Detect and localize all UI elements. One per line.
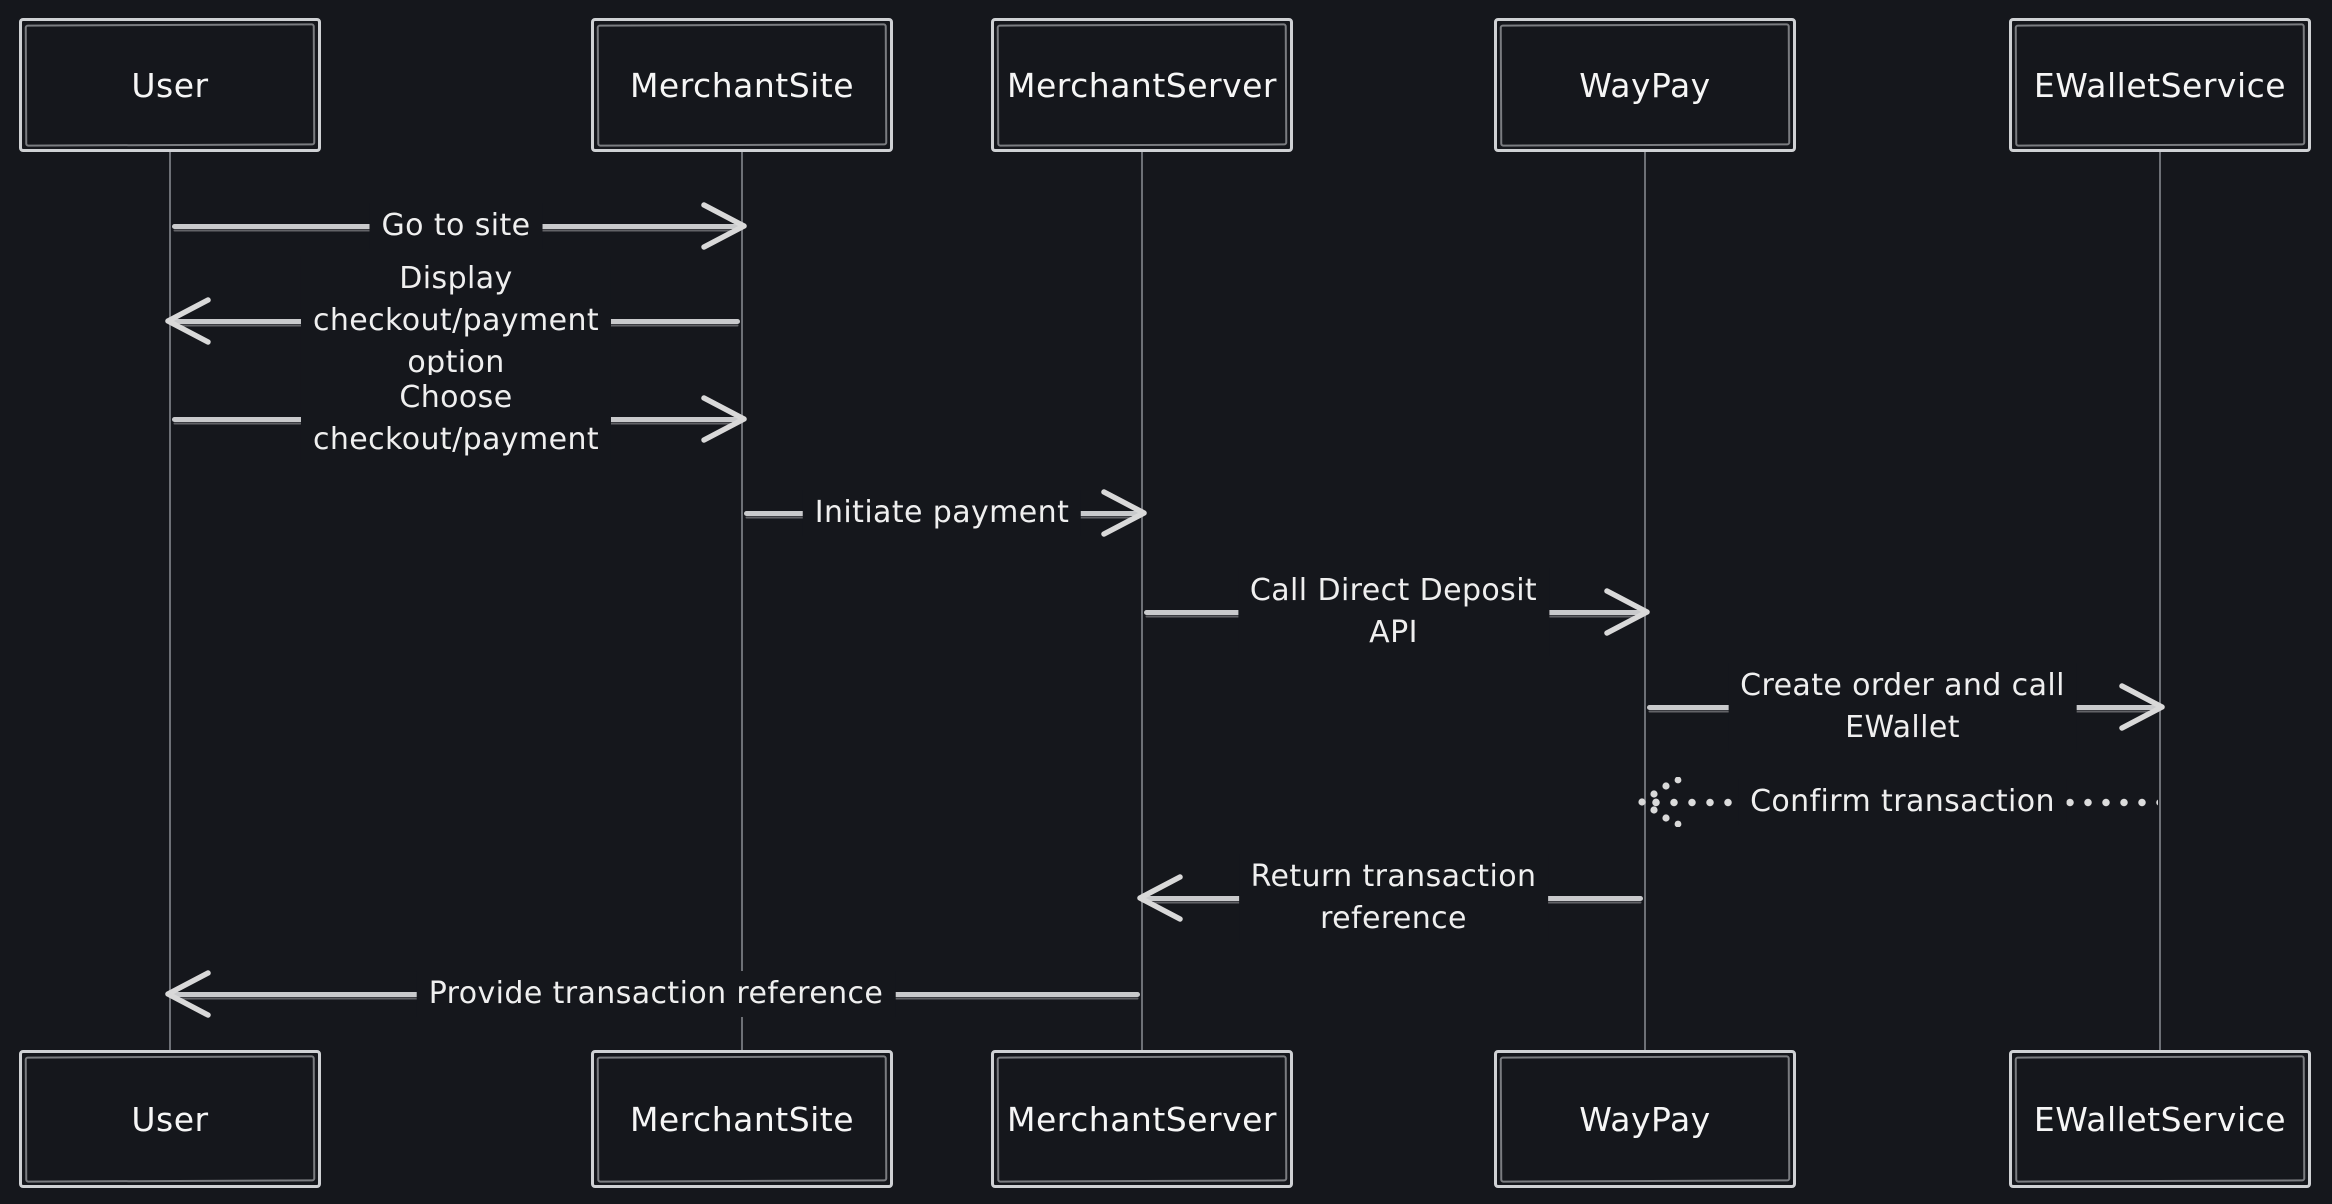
arrowhead-right-icon xyxy=(1101,489,1147,537)
lifeline-merchantserver xyxy=(1141,152,1143,1050)
lifeline-user xyxy=(169,152,171,1050)
dotted-arrowhead-left-icon xyxy=(1638,777,1682,827)
actor-label: WayPay xyxy=(1579,65,1711,105)
actor-label: MerchantSite xyxy=(629,65,855,105)
actor-box-waypay-bottom: WayPay xyxy=(1494,1050,1796,1188)
actor-label: User xyxy=(131,65,209,105)
message-label: Return transaction reference xyxy=(1238,854,1549,942)
message-label: Create order and call EWallet xyxy=(1728,663,2077,751)
actor-box-merchantserver-bottom: MerchantServer xyxy=(991,1050,1293,1188)
actor-label: MerchantSite xyxy=(629,1099,855,1139)
arrowhead-right-icon xyxy=(1604,588,1650,636)
actor-box-merchantserver-top: MerchantServer xyxy=(991,18,1293,152)
message-label: Go to site xyxy=(369,203,543,249)
actor-box-merchantsite-top: MerchantSite xyxy=(591,18,893,152)
message-label: Confirm transaction xyxy=(1738,779,2067,825)
actor-box-user-bottom: User xyxy=(19,1050,321,1188)
actor-label: WayPay xyxy=(1579,1099,1711,1139)
lifeline-merchantsite xyxy=(741,152,743,1050)
lifeline-waypay xyxy=(1644,152,1646,1050)
arrowhead-right-icon xyxy=(701,395,747,443)
message-label: Choose checkout/payment xyxy=(300,375,612,463)
actor-box-merchantsite-bottom: MerchantSite xyxy=(591,1050,893,1188)
actor-label: EWalletService xyxy=(2033,1099,2287,1139)
actor-box-waypay-top: WayPay xyxy=(1494,18,1796,152)
actor-box-user-top: User xyxy=(19,18,321,152)
message-label: Call Direct Deposit API xyxy=(1237,568,1550,656)
actor-label: EWalletService xyxy=(2033,65,2287,105)
arrowhead-right-icon xyxy=(701,202,747,250)
actor-label: User xyxy=(131,1099,209,1139)
message-label: Initiate payment xyxy=(802,490,1082,536)
message-label: Display checkout/payment option xyxy=(300,256,612,386)
arrowhead-right-icon xyxy=(2119,683,2165,731)
lifeline-ewalletservice xyxy=(2159,152,2161,1050)
arrowhead-left-icon xyxy=(1137,874,1183,922)
arrowhead-left-icon xyxy=(165,970,211,1018)
actor-label: MerchantServer xyxy=(1007,1099,1277,1139)
message-label: Provide transaction reference xyxy=(416,971,896,1017)
actor-box-ewalletservice-top: EWalletService xyxy=(2009,18,2311,152)
arrowhead-left-icon xyxy=(165,297,211,345)
actor-box-ewalletservice-bottom: EWalletService xyxy=(2009,1050,2311,1188)
actor-label: MerchantServer xyxy=(1007,65,1277,105)
